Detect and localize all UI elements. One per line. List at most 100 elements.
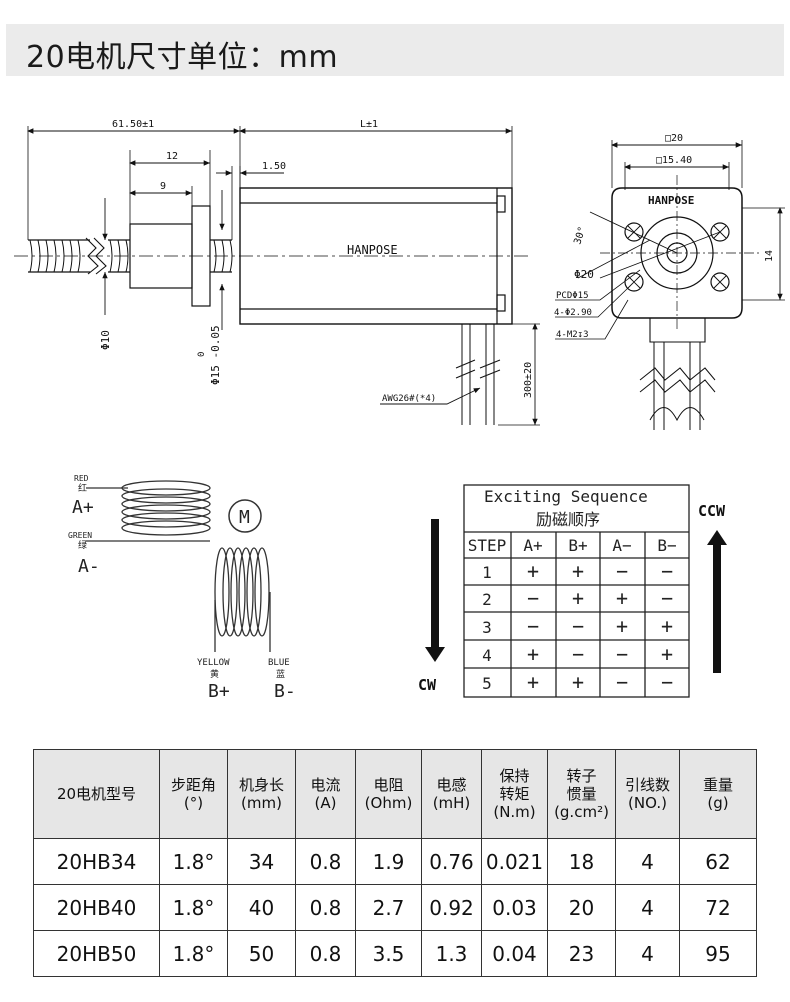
wire-gauge-label: AWG26#(*4) [382, 394, 436, 404]
spec-header-cell: 机身长(mm) [227, 749, 296, 839]
brand-label-side: HANPOSE [347, 243, 398, 257]
spec-cell: 0.76 [421, 838, 482, 885]
spec-cell: 0.8 [295, 884, 356, 931]
sequence-cell: + [527, 642, 539, 666]
ccw-label: CCW [698, 502, 726, 520]
wire-yellow-en: YELLOW [197, 658, 230, 668]
spec-cell: 50 [227, 930, 296, 977]
spec-cell: 0.021 [481, 838, 548, 885]
spec-cell: 0.03 [481, 884, 548, 931]
spec-cell: 0.8 [295, 930, 356, 977]
terminal-b-minus: B- [274, 681, 296, 702]
spec-header-cell: 电感(mH) [421, 749, 482, 839]
spec-cell: 23 [547, 930, 616, 977]
sequence-cell: + [572, 586, 584, 610]
dim-14-label: 14 [764, 250, 775, 262]
model-cell: 20HB40 [33, 884, 160, 931]
sequence-header-cell: STEP [468, 536, 507, 555]
sequence-cell: − [661, 586, 673, 610]
dim-12-label: 12 [166, 151, 178, 162]
cw-label: CW [418, 676, 437, 694]
sequence-header-cell: A+ [523, 536, 542, 555]
dim-m2-label: 4-M2↧3 [556, 330, 589, 340]
sequence-cell: 1 [482, 563, 492, 582]
sequence-cell: − [661, 559, 673, 583]
sequence-title-en: Exciting Sequence [484, 487, 648, 506]
title-bar: 20电机尺寸单位：mm [6, 24, 784, 76]
spec-header-cell: 20电机型号 [33, 749, 160, 839]
spec-header-text: 保持 [499, 767, 530, 785]
wire-green-cn: 绿 [78, 539, 87, 551]
spec-header-text: 转矩 [499, 785, 530, 803]
dim-sq1540-label: □15.40 [656, 155, 692, 166]
sequence-cell: + [572, 559, 584, 583]
spec-header-text: 步距角 [170, 776, 216, 794]
spec-header-text: 转子 [566, 767, 597, 785]
ccw-arrow [713, 545, 721, 673]
sequence-cell: − [616, 559, 628, 583]
dim-sq20-label: □20 [665, 133, 683, 144]
spec-cell: 1.8° [159, 884, 228, 931]
wire-blue-cn: 蓝 [276, 668, 285, 680]
spec-header-text: 引线数 [624, 776, 670, 794]
spec-header-row: 20电机型号步距角(°)机身长(mm)电流(A)电阻(Ohm)电感(mH)保持转… [33, 749, 757, 839]
spec-cell: 2.7 [355, 884, 422, 931]
sequence-cell: + [661, 642, 673, 666]
dim-9-label: 9 [160, 181, 166, 192]
dim-boss-label: Φ15 -0.05 [209, 325, 222, 385]
sequence-cell: − [661, 670, 673, 694]
sequence-cell: − [572, 642, 584, 666]
page-title: 20电机尺寸单位：mm [26, 40, 339, 75]
spec-cell: 3.5 [355, 930, 422, 977]
cw-arrow [431, 519, 439, 647]
dim-total-label: 61.50±1 [112, 119, 154, 130]
spec-header-text: (°) [183, 794, 204, 812]
sequence-cell: − [527, 586, 539, 610]
model-cell: 20HB34 [33, 838, 160, 885]
sequence-title-cn: 励磁顺序 [536, 510, 600, 529]
dim-phi20-label: Φ20 [574, 268, 594, 281]
spec-cell: 72 [679, 884, 757, 931]
spec-header-cell: 保持转矩(N.m) [481, 749, 548, 839]
spec-cell: 4 [615, 838, 680, 885]
wiring-diagram: RED 红 A+ GREEN 绿 A- YELLOW 黄 B+ BLUE 蓝 B… [68, 474, 296, 702]
spec-cell: 62 [679, 838, 757, 885]
spec-header-cell: 转子惯量(g.cm²) [547, 749, 616, 839]
spec-header-text: (mH) [432, 794, 471, 812]
sequence-cell: 3 [482, 618, 492, 637]
wire-red-cn: 红 [78, 482, 87, 494]
spec-header-text: (Ohm) [364, 794, 413, 812]
spec-cell: 18 [547, 838, 616, 885]
dim-30deg-label: 30° [572, 225, 588, 246]
motor-body [239, 187, 513, 325]
nut-flange [191, 205, 211, 307]
spec-header-text: (mm) [241, 794, 282, 812]
dim-shaft-label: Φ10 [99, 330, 112, 350]
spec-cell: 4 [615, 930, 680, 977]
wire-yellow-cn: 黄 [210, 668, 219, 680]
sequence-cell: 2 [482, 590, 492, 609]
spec-header-text: 20电机型号 [56, 785, 137, 803]
dim-body-label: L±1 [360, 119, 378, 130]
spec-cell: 0.92 [421, 884, 482, 931]
motor-drawing: 61.50±1 L±1 12 9 1.50 HANPOSE Φ10 0 Φ15 … [14, 119, 785, 702]
model-cell: 20HB50 [33, 930, 160, 977]
sequence-cell: + [527, 559, 539, 583]
spec-header-text: (N.m) [493, 803, 536, 821]
spec-cell: 0.8 [295, 838, 356, 885]
spec-header-cell: 步距角(°) [159, 749, 228, 839]
motor-symbol: M [239, 507, 250, 528]
terminal-a-minus: A- [78, 556, 100, 577]
dim-150-label: 1.50 [262, 161, 286, 172]
side-view-labels: 61.50±1 L±1 12 9 1.50 HANPOSE Φ10 0 Φ15 … [99, 119, 534, 404]
lead-screw [28, 237, 130, 275]
spec-cell: 40 [227, 884, 296, 931]
spec-cell: 34 [227, 838, 296, 885]
terminal-b-plus: B+ [208, 681, 230, 702]
sequence-cell: − [616, 670, 628, 694]
spec-header-text: 惯量 [566, 785, 597, 803]
